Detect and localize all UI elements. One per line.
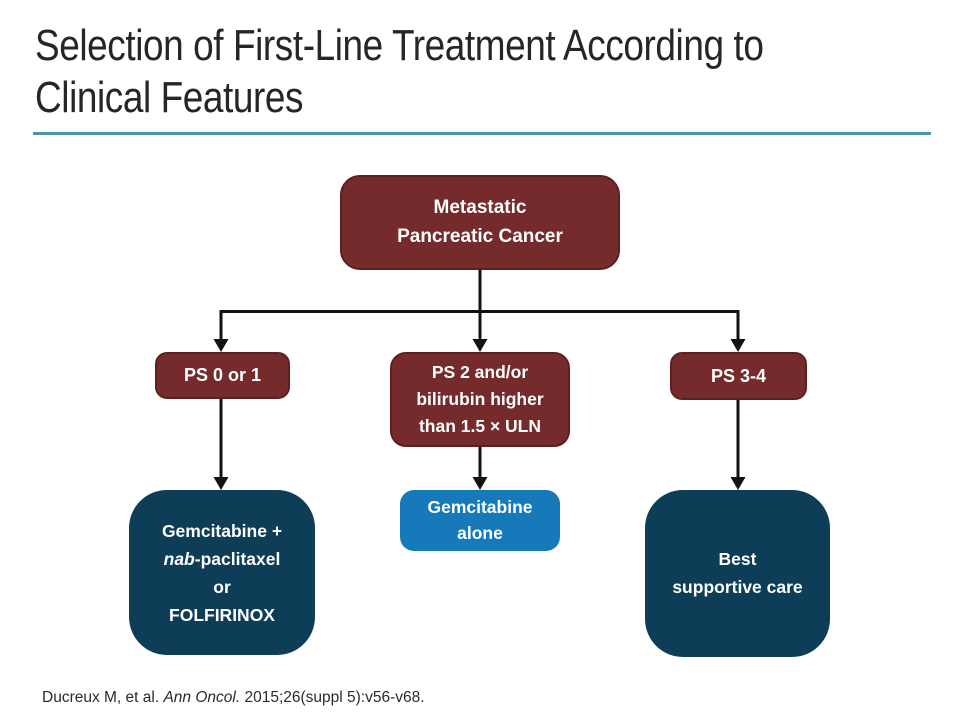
slide-title: Selection of First-Line Treatment Accord… <box>35 20 764 124</box>
flowchart-node-gemcitabine-alone: Gemcitabine alone <box>400 490 560 551</box>
node-ps34-label: PS 3-4 <box>710 365 767 386</box>
node-root-line1: Metastatic <box>433 197 527 218</box>
node-treat1-line2: nab-paclitaxel <box>164 545 281 573</box>
arrowhead-mid-top <box>472 339 488 352</box>
node-root-line2: Pancreatic Cancer <box>397 225 563 247</box>
flowchart-node-ps-3-4: PS 3-4 <box>670 352 807 400</box>
flowchart-node-gemcitabine-nab-paclitaxel-folfirinox: Gemcitabine + nab-paclitaxel or FOLFIRIN… <box>129 490 315 655</box>
arrowhead-left-bottom <box>213 477 229 490</box>
citation-suffix: 2015;26(suppl 5):v56-v68. <box>240 689 425 706</box>
arrowhead-mid-bottom <box>472 477 488 490</box>
citation-prefix: Ducreux M, et al. <box>42 689 164 706</box>
arrowhead-left-top <box>213 339 229 352</box>
node-treat1-line2-italic: nab <box>163 548 195 569</box>
flowchart-node-best-supportive-care: Best supportive care <box>645 490 830 657</box>
node-treat3-line2: supportive care <box>672 576 803 597</box>
node-treat2-line1: Gemcitabine <box>427 497 533 518</box>
node-treat1-line4: FOLFIRINOX <box>169 604 275 625</box>
node-ps2-line1: PS 2 and/or <box>431 361 529 382</box>
node-ps2-line3: than 1.5 × ULN <box>418 416 542 437</box>
flowchart-node-ps-2-bilirubin: PS 2 and/or bilirubin higher than 1.5 × … <box>390 352 570 447</box>
arrowhead-right-bottom <box>730 477 746 490</box>
node-treat1-line2-rest: -paclitaxel <box>194 548 281 569</box>
title-divider-rule <box>33 132 931 135</box>
node-ps01-label: PS 0 or 1 <box>183 365 262 385</box>
slide-title-line1: Selection of First-Line Treatment Accord… <box>35 21 764 70</box>
arrowhead-right-top <box>730 339 746 352</box>
flowchart-node-metastatic-pancreatic-cancer: Metastatic Pancreatic Cancer <box>340 175 620 270</box>
citation: Ducreux M, et al. Ann Oncol. 2015;26(sup… <box>42 689 425 707</box>
flowchart-node-ps-0-or-1: PS 0 or 1 <box>155 352 290 399</box>
node-treat1-line1: Gemcitabine + <box>161 520 283 541</box>
slide-title-line2: Clinical Features <box>35 72 304 122</box>
node-treat3-line1: Best <box>718 549 757 570</box>
node-treat2-line2: alone <box>457 522 503 543</box>
citation-journal: Ann Oncol. <box>163 689 241 706</box>
node-treat1-line3: or <box>213 576 231 597</box>
node-ps2-line2: bilirubin higher <box>416 388 544 409</box>
